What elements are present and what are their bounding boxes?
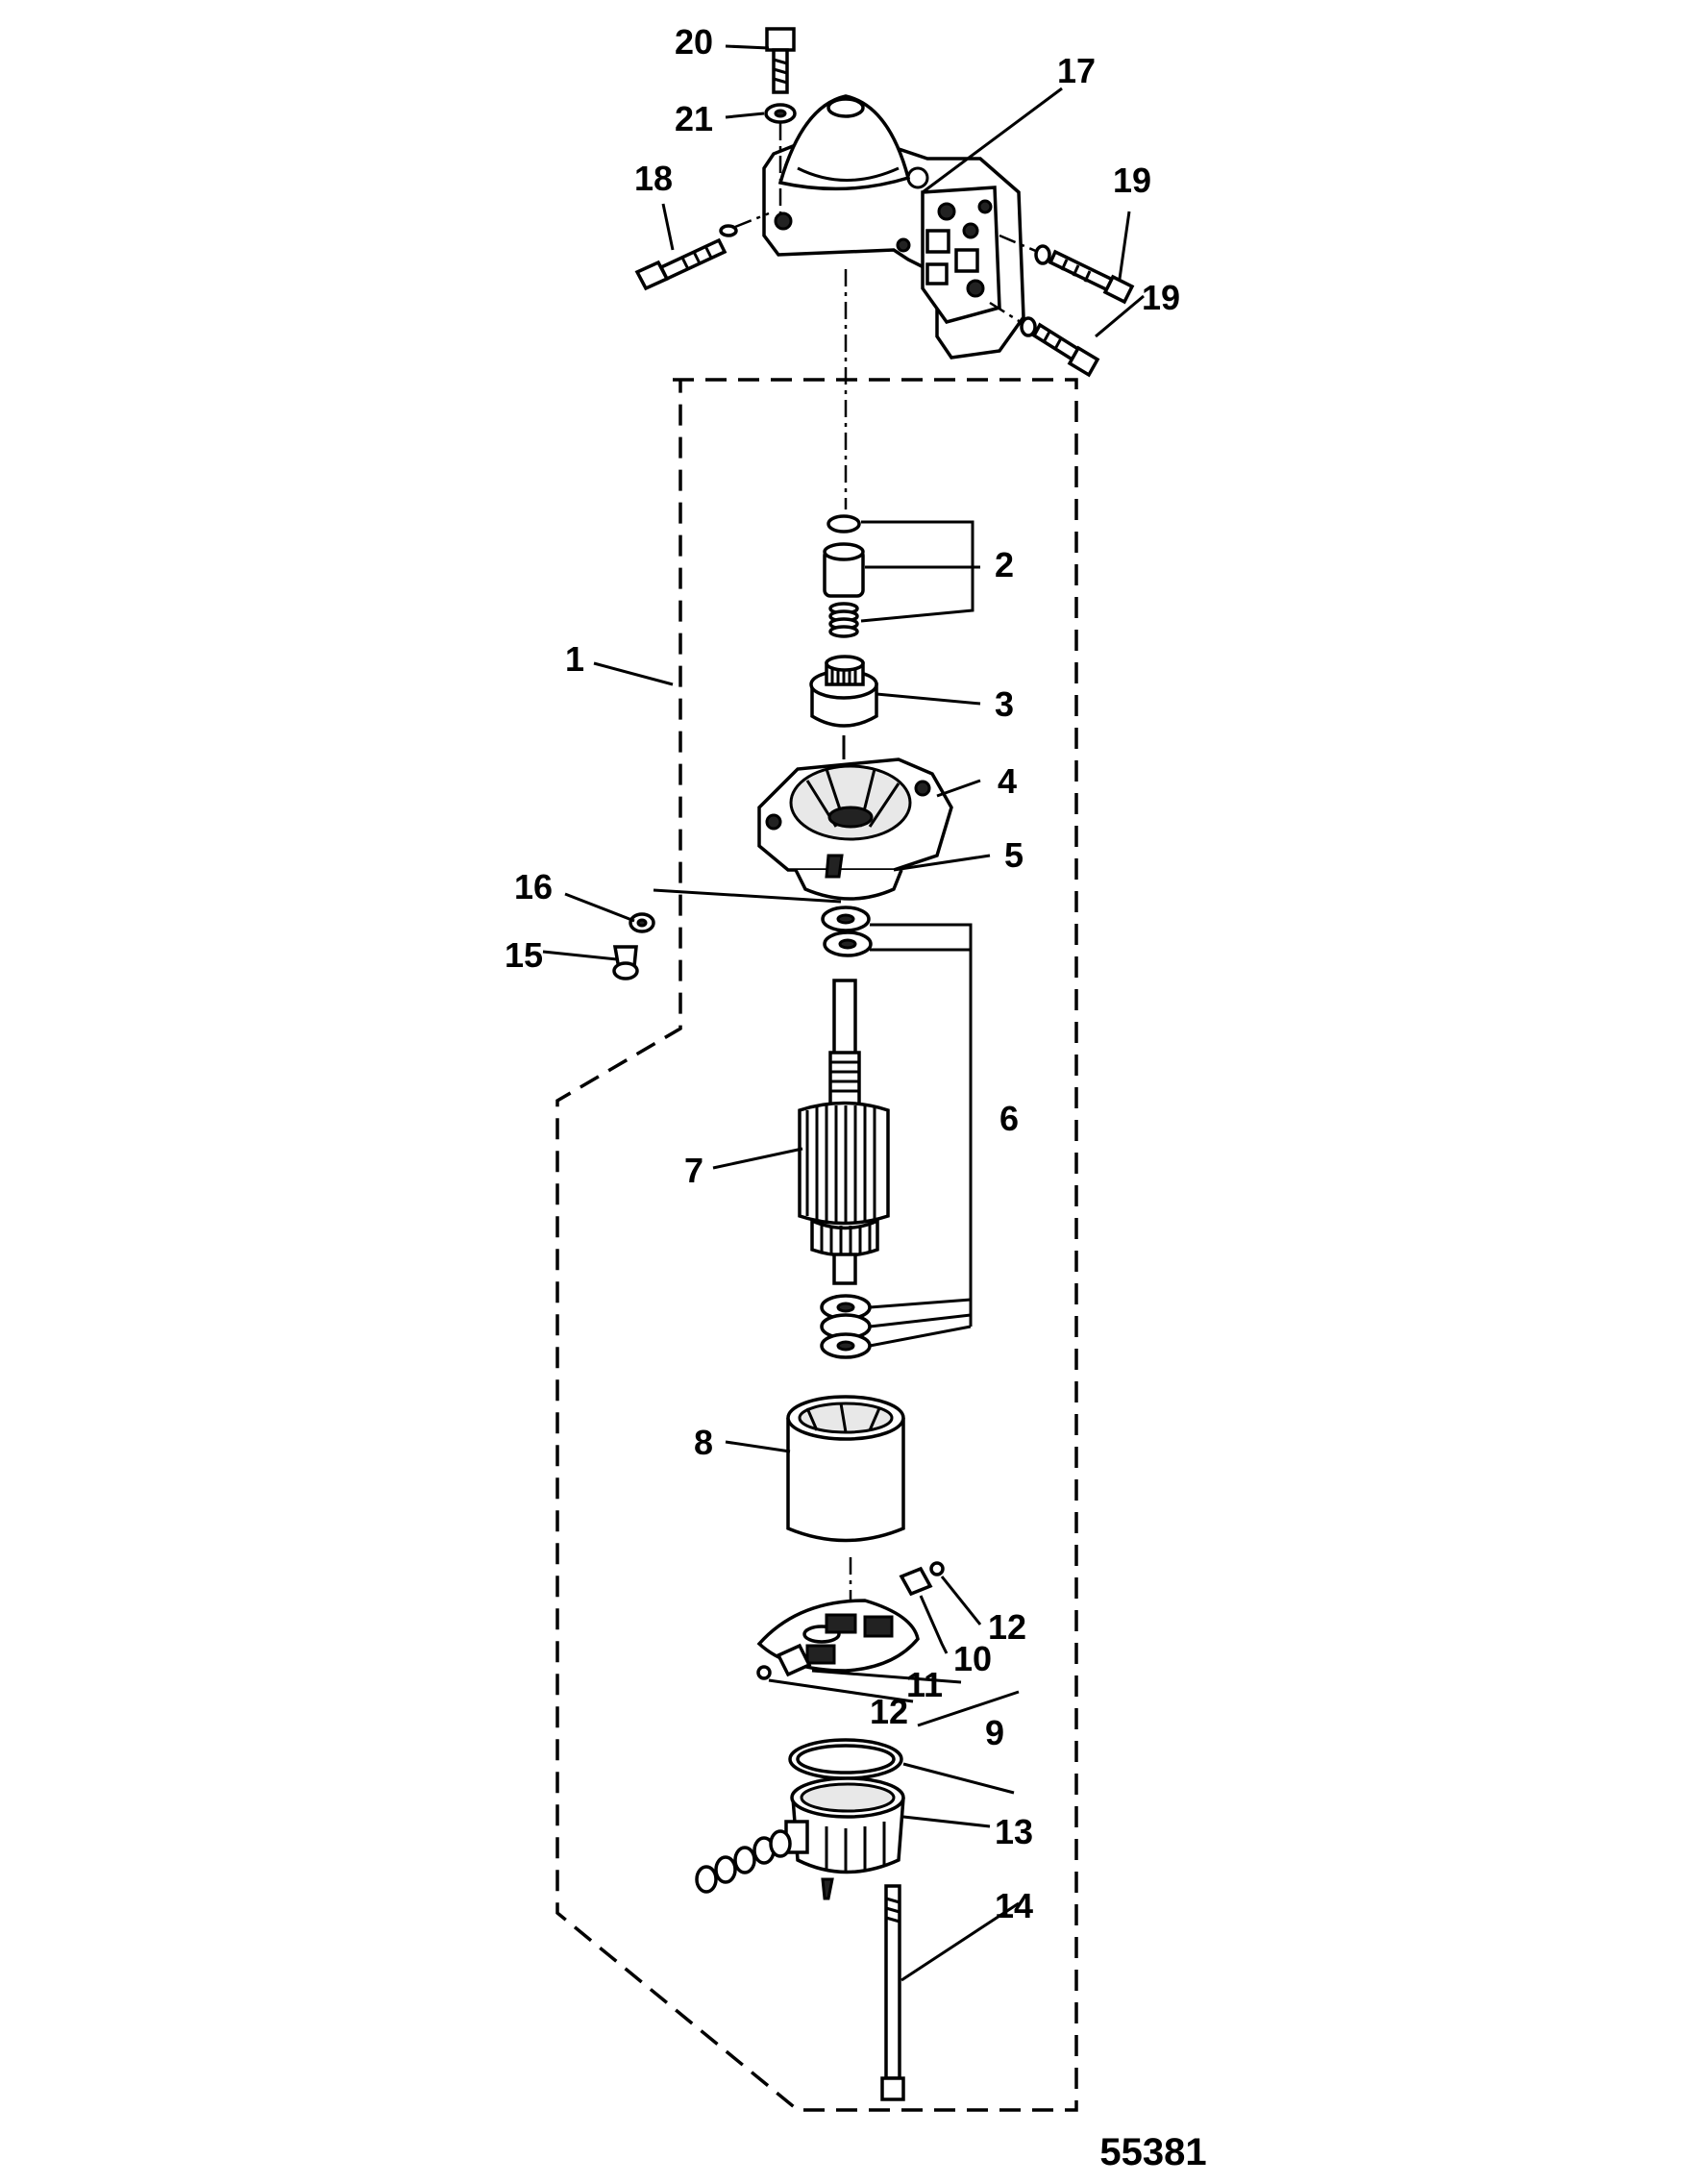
brush-11	[776, 1643, 812, 1677]
callout-6: 6	[999, 1099, 1019, 1138]
field-frame	[786, 1395, 905, 1543]
callout-12-right: 12	[988, 1607, 1026, 1647]
callout-12-left: 12	[870, 1692, 908, 1731]
callout-1: 1	[565, 639, 584, 679]
thrust-washers-lower	[820, 1294, 872, 1359]
bolt-18	[634, 211, 770, 291]
callout-8: 8	[694, 1423, 713, 1462]
assembly-boundary	[555, 378, 1078, 2112]
retaining-ring	[826, 514, 861, 534]
callout-20: 20	[675, 22, 713, 62]
callout-21: 21	[675, 99, 713, 138]
thrust-washers-upper	[821, 906, 873, 957]
spring-12-left	[756, 1665, 772, 1680]
pinion-stop-collar	[823, 542, 865, 598]
armature	[798, 979, 890, 1285]
callout-3: 3	[995, 684, 1014, 724]
through-bolt	[880, 1884, 905, 2101]
callout-17: 17	[1057, 51, 1096, 90]
brush-springs	[695, 1829, 792, 1894]
callout-16: 16	[514, 867, 553, 906]
callout-19-upper: 19	[1113, 161, 1151, 200]
insulator-ring	[788, 1738, 903, 1780]
callout-18: 18	[634, 159, 673, 198]
screw-15	[612, 945, 639, 980]
washer-16	[629, 912, 655, 933]
callout-13: 13	[995, 1812, 1033, 1851]
commutator-end-cap	[784, 1776, 905, 1900]
brush-10	[899, 1566, 933, 1597]
callout-5: 5	[1004, 835, 1024, 875]
callout-11: 11	[906, 1665, 943, 1704]
callout-2: 2	[995, 545, 1014, 584]
spring-12-right	[929, 1561, 945, 1576]
mounting-bracket	[762, 94, 1025, 360]
callout-10: 10	[953, 1639, 992, 1678]
bolt-19-upper	[999, 234, 1135, 305]
spring	[828, 602, 859, 638]
bolt-20	[765, 27, 796, 94]
callout-4: 4	[998, 761, 1017, 801]
figure-number: 55381	[1099, 2131, 1206, 2173]
drive-end-housing	[757, 757, 953, 901]
callout-19-lower: 19	[1142, 278, 1180, 317]
callout-14: 14	[995, 1886, 1033, 1925]
drive-pinion	[809, 655, 878, 759]
callout-9: 9	[985, 1713, 1004, 1752]
callout-7: 7	[684, 1151, 703, 1190]
callout-15: 15	[505, 935, 543, 975]
bolt-19-lower	[989, 301, 1100, 378]
